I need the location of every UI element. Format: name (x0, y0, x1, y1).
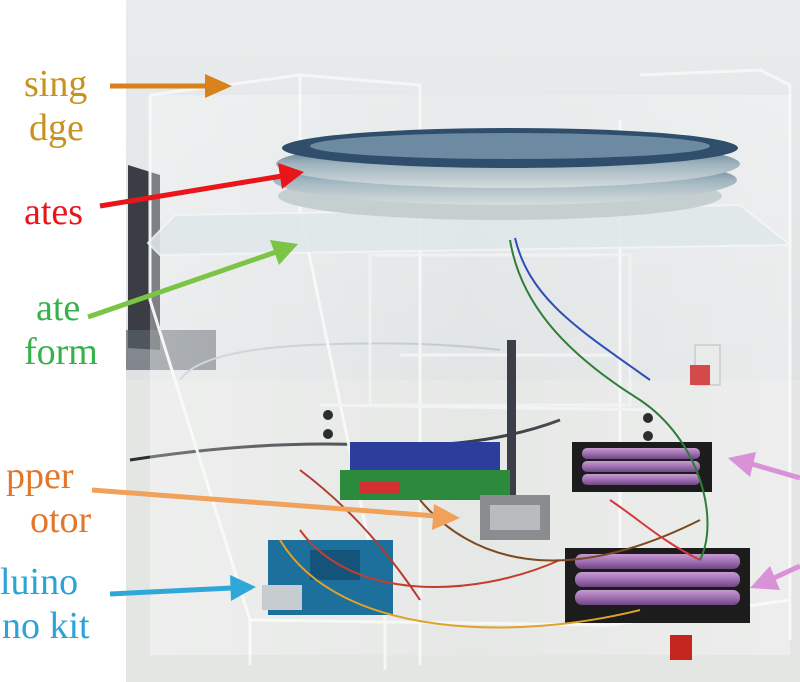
label-plate-platform-line2: form (24, 331, 98, 373)
label-casing-line2: dge (29, 107, 84, 149)
power-switch (670, 635, 692, 660)
arrow-battery-upper (728, 452, 800, 481)
arrow-battery-lower (750, 563, 800, 590)
label-plate-platform: ate form (24, 286, 98, 374)
battery-pack-lower (565, 548, 750, 623)
bolt (323, 410, 333, 420)
label-stepper-motor: pper otor (6, 454, 91, 542)
bolt (323, 429, 333, 439)
arduino-board (262, 540, 393, 615)
wiring (279, 237, 709, 629)
battery-pack-upper (572, 442, 712, 492)
plate-platform (146, 203, 793, 257)
arrow-casing (110, 74, 232, 98)
label-casing-edge: sing dge (24, 62, 87, 150)
arrow-plate-platform (87, 240, 298, 320)
label-stepper-line1: pper (6, 455, 74, 497)
label-arduino-line1: luino (0, 561, 79, 603)
arrow-stepper-motor (91, 487, 460, 530)
motor-driver-board (340, 442, 510, 500)
stepper-motor (480, 495, 550, 540)
bolt (643, 431, 653, 441)
arrow-plates (99, 163, 304, 209)
label-panel (0, 0, 126, 682)
label-plates: ates (24, 190, 83, 234)
label-plates-line1: ates (24, 191, 84, 233)
label-stepper-line2: otor (30, 499, 92, 541)
plate-stack (273, 128, 740, 220)
red-label (690, 365, 710, 385)
label-arduino-line2: no kit (2, 605, 90, 647)
arrow-arduino-kit (109, 575, 256, 601)
lead-screw (507, 340, 516, 520)
label-casing-line1: sing (24, 63, 88, 105)
bolt (643, 413, 653, 423)
label-arduino-kit: luino no kit (0, 560, 90, 648)
label-plate-platform-line1: ate (36, 287, 81, 329)
